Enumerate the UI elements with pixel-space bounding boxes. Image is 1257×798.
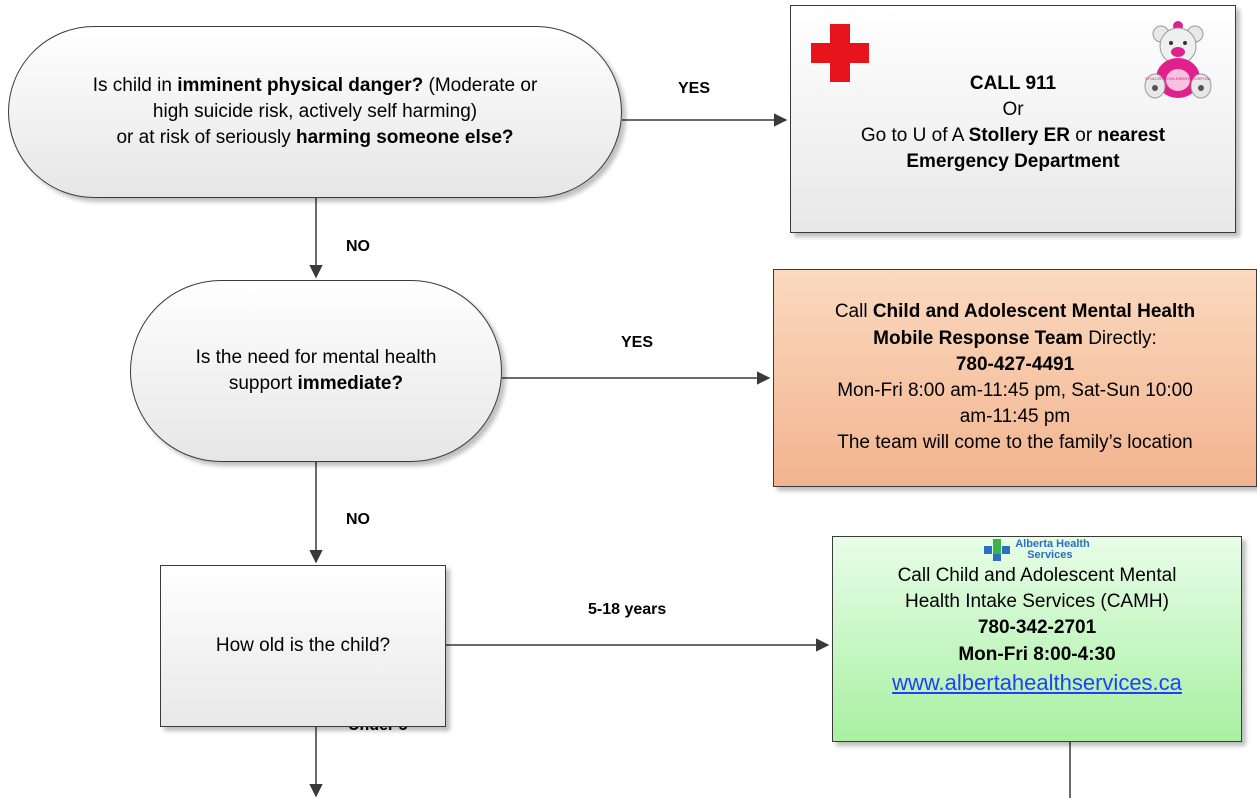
decision-imminent-danger: Is child in imminent physical danger? (M…	[8, 26, 622, 198]
emergency-or-text: Or	[1002, 98, 1024, 120]
process-child-age: How old is the child?	[160, 565, 446, 727]
emergency-stollery-er-text: Stollery ER	[968, 125, 1071, 146]
mrt-phone-number[interactable]: 780-427-4491	[955, 353, 1075, 375]
camh-line2-text: Health Intake Services (CAMH)	[905, 591, 1169, 613]
box-mobile-response-team: Call Child and Adolescent Mental Health …	[773, 269, 1257, 487]
alberta-health-services-logo: Alberta Health Services	[984, 539, 1090, 561]
stollery-bear-logo-icon: STOLLERY CHILDREN'S HOSPITAL	[1144, 21, 1212, 99]
stollery-bear-text: STOLLERY CHILDREN'S HOSPITAL	[1145, 76, 1212, 81]
camh-website-link[interactable]: www.albertahealthservices.ca	[892, 669, 1182, 695]
mrt-call-text: Call	[834, 301, 873, 323]
mrt-location-note: The team will come to the family’s locat…	[837, 432, 1193, 454]
immediate-line2-bold: immediate?	[297, 373, 404, 394]
box-camh-intake: Alberta Health Services Call Child and A…	[832, 536, 1242, 742]
age-question-text: How old is the child?	[215, 634, 391, 656]
danger-line3-text: or at risk of seriously	[116, 127, 296, 149]
edge-label-immediate-yes: YES	[621, 334, 654, 351]
edge-label-danger-no: NO	[346, 238, 370, 255]
box-emergency-call-911: STOLLERY CHILDREN'S HOSPITAL CALL 911 Or…	[790, 5, 1236, 233]
emergency-nearest-text: nearest	[1097, 125, 1166, 146]
mrt-directly-text: Directly:	[1082, 327, 1157, 349]
edge-label-danger-yes: YES	[678, 80, 711, 97]
emergency-department-text: Emergency Department	[906, 151, 1120, 173]
camh-phone-number[interactable]: 780-342-2701	[977, 617, 1097, 639]
ahs-logo-line2: Services	[1027, 549, 1073, 561]
red-cross-icon	[811, 24, 869, 82]
mrt-hours-line2: am-11:45 pm	[959, 406, 1071, 428]
ahs-logo-line1: Alberta Health	[1015, 538, 1090, 550]
danger-line3-bold: harming someone else?	[295, 127, 514, 149]
immediate-line1-text: Is the need for mental health	[195, 346, 437, 368]
camh-hours-text: Mon-Fri 8:00-4:30	[958, 643, 1116, 665]
emergency-call-911-text: CALL 911	[969, 72, 1057, 94]
danger-line1-post: (Moderate or	[423, 74, 538, 96]
mrt-service-name-text: Child and Adolescent Mental Health	[872, 301, 1196, 323]
emergency-line3-text: Go to U of A	[860, 125, 969, 146]
edge-label-immediate-no: NO	[346, 511, 370, 528]
ahs-cross-icon	[984, 539, 1011, 561]
danger-line1-bold: imminent physical danger?	[177, 74, 424, 96]
decision-immediate-need: Is the need for mental health support im…	[130, 280, 502, 462]
danger-line1-text: Is child in	[92, 74, 178, 96]
camh-line1-text: Call Child and Adolescent Mental	[897, 565, 1177, 586]
immediate-line2-text: support	[228, 373, 298, 394]
edge-label-5-18-years: 5-18 years	[588, 601, 667, 618]
mrt-team-name-text: Mobile Response Team	[873, 327, 1083, 349]
emergency-or-inline-text: or	[1070, 125, 1098, 146]
mrt-hours-line1: Mon-Fri 8:00 am-11:45 pm, Sat-Sun 10:00	[837, 380, 1193, 401]
danger-line2-text: high suicide risk, actively self harming…	[152, 100, 478, 122]
